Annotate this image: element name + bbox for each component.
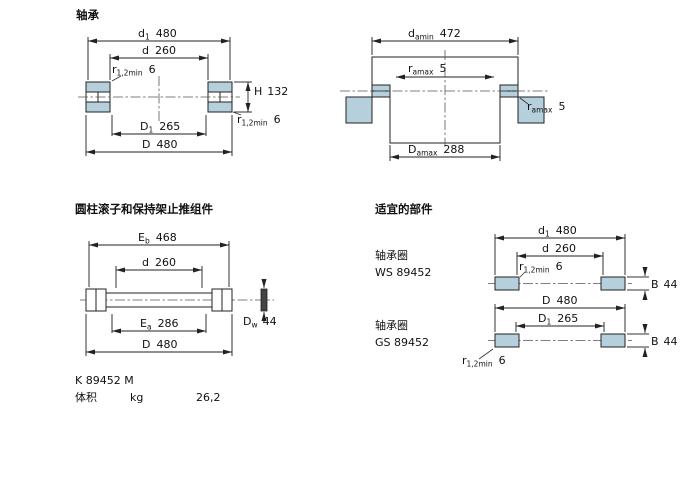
gs-ring-label: 轴承圈 <box>375 318 408 332</box>
housing-washer-section-right <box>207 101 233 113</box>
bearing-view-title: 轴承 <box>76 8 99 22</box>
gs-washer-section-left <box>494 333 520 348</box>
housing-shoulder-left <box>345 96 373 124</box>
mass-unit: kg <box>130 391 143 404</box>
ws-ring-label: 轴承圈 <box>375 248 408 262</box>
shaft-washer-section-right <box>207 81 233 93</box>
assembly-drawing <box>80 288 274 312</box>
gs-designation: GS 89452 <box>375 336 429 349</box>
ws-washer-drawing <box>488 276 632 291</box>
ws-washer-section-left <box>494 276 520 291</box>
gs-washer-section-right <box>600 333 626 348</box>
ws-washer-section-right <box>600 276 626 291</box>
parts-view-title: 适宜的部件 <box>375 202 433 216</box>
assembly-designation: K 89452 M <box>75 374 134 387</box>
mass-value: 26,2 <box>196 391 221 404</box>
shaft-washer-section-left <box>85 81 111 93</box>
roller-detail-bar <box>260 288 268 312</box>
gs-washer-drawing <box>488 333 632 348</box>
ws-designation: WS 89452 <box>375 266 431 279</box>
assembly-view-title: 圆柱滚子和保持架止推组件 <box>75 202 213 216</box>
housing-shoulder-right <box>517 96 545 124</box>
housing-washer-section-left <box>85 101 111 113</box>
mass-label: 体积 <box>75 390 97 404</box>
